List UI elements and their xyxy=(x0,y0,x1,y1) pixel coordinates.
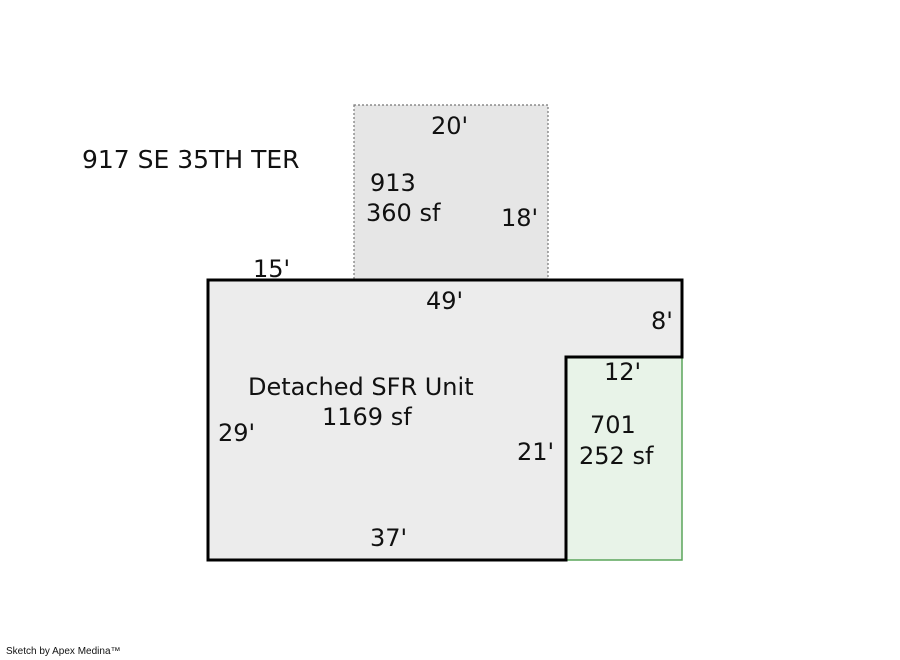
upper-area-code: 913 xyxy=(370,169,416,197)
upper-area-size: 360 sf xyxy=(366,199,441,227)
dim-main-inner-right: 21' xyxy=(517,438,554,466)
main-area-size: 1169 sf xyxy=(322,403,412,431)
dim-upper-right: 18' xyxy=(501,204,538,232)
main-area-code: Detached SFR Unit xyxy=(248,373,474,401)
address-label: 917 SE 35TH TER xyxy=(82,145,300,174)
upper-area-913 xyxy=(353,104,549,281)
dim-main-left: 29' xyxy=(218,419,255,447)
right-area-code: 701 xyxy=(590,411,636,439)
dim-main-bottom: 37' xyxy=(370,524,407,552)
dim-main-right: 8' xyxy=(651,307,673,335)
dim-right-top: 12' xyxy=(604,358,641,386)
sketch-credit: Sketch by Apex Medina™ xyxy=(6,646,121,657)
right-area-size: 252 sf xyxy=(579,442,654,470)
dim-main-top: 49' xyxy=(426,287,463,315)
dim-upper-top: 20' xyxy=(431,112,468,140)
right-area-701 xyxy=(565,356,683,561)
main-area-outline xyxy=(206,278,684,562)
dim-main-top-left: 15' xyxy=(253,255,290,283)
